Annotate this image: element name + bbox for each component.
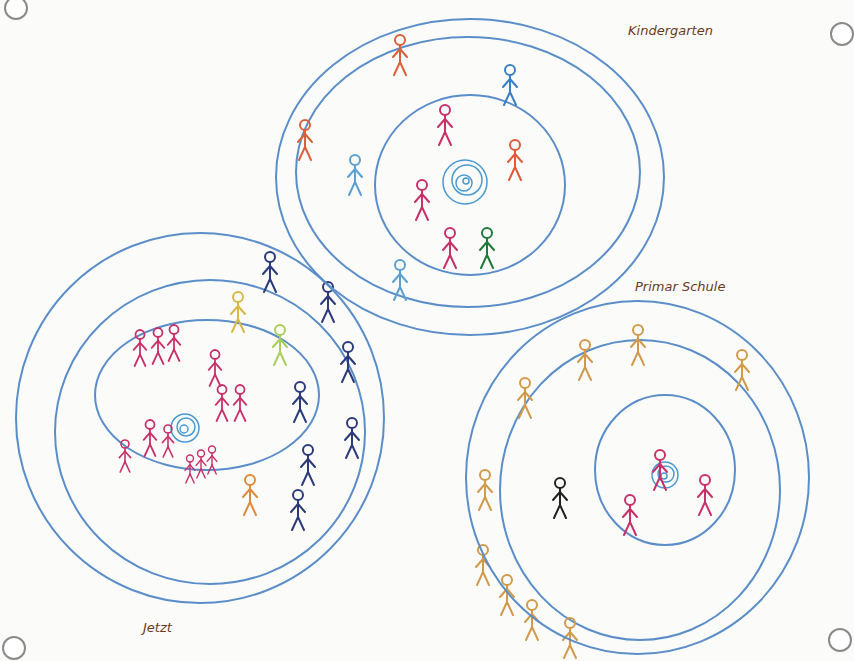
circle-heading: Jetzt	[143, 620, 172, 636]
group-circle: Kindergarten	[275, 18, 665, 336]
circle-outline	[465, 300, 810, 655]
group-circle: Primar Schule	[465, 300, 810, 655]
group-circle: Jetzt	[15, 232, 385, 604]
circle-heading: Kindergarten	[628, 23, 713, 39]
circle-outline	[275, 18, 665, 336]
circle-outline	[15, 232, 385, 604]
circle-heading: Primar Schule	[635, 279, 725, 295]
